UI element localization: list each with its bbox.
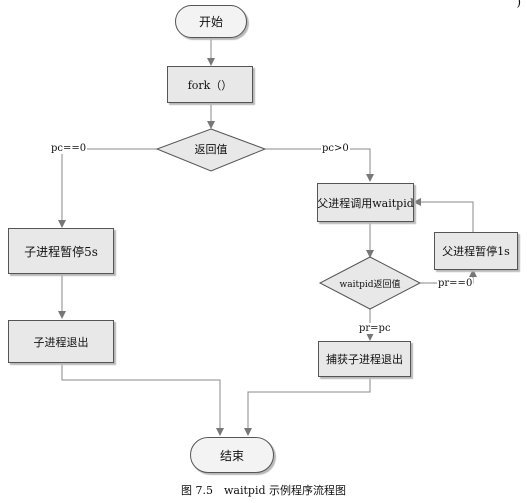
child-exit-node: 子进程退出: [8, 320, 114, 363]
catch-exit-node: 捕获子进程退出: [318, 341, 411, 377]
parent-waitpid-label: 父进程调用waitpid: [317, 196, 414, 210]
decision-return-label: 返回值: [195, 143, 228, 156]
edge-decision-parent: [265, 148, 374, 182]
decision-return-diamond: [155, 128, 267, 172]
edge-label-pc-gt: pc>0: [321, 143, 350, 154]
start-label: 开始: [198, 15, 223, 29]
edge-catch-end: [244, 377, 371, 436]
edge-label-pc-zero: pc==0: [50, 143, 88, 154]
edge-decision-child: [58, 148, 157, 228]
child-exit-label: 子进程退出: [33, 335, 89, 349]
start-node: 开始: [175, 5, 247, 38]
corner-mark: ): [516, 0, 521, 9]
fork-node: fork（）: [167, 66, 253, 103]
figure-caption: 图 7.5 waitpid 示例程序流程图: [181, 484, 346, 497]
parent-sleep-node: 父进程暂停1s: [434, 232, 518, 270]
decision-waitpid-label: waitpid返回值: [340, 278, 401, 290]
child-sleep-label: 子进程暂停5s: [24, 244, 98, 259]
edge-label-pr-pc: pr=pc: [358, 323, 392, 334]
end-label: 结束: [219, 448, 244, 463]
edge-childexit-end: [61, 363, 224, 436]
parent-waitpid-node: 父进程调用waitpid: [317, 183, 414, 222]
edge-label-pr-zero: pr==0: [437, 278, 474, 289]
end-node: 结束: [190, 437, 274, 473]
parent-sleep-label: 父进程暂停1s: [442, 245, 510, 258]
child-sleep-node: 子进程暂停5s: [8, 228, 114, 274]
catch-exit-label: 捕获子进程退出: [326, 353, 403, 366]
fork-label: fork（）: [187, 78, 233, 92]
decision-waitpid-diamond: [318, 256, 422, 310]
edge-parentsleep-waitpid: [413, 198, 474, 232]
